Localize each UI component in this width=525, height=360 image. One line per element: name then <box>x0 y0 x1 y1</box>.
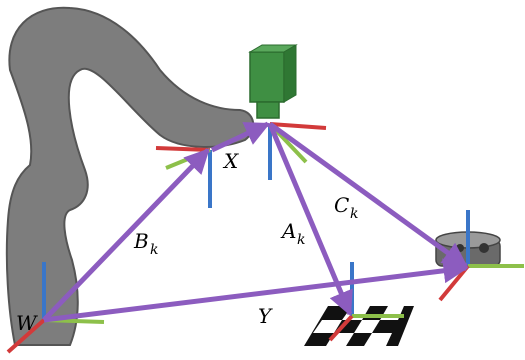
label-b: B <box>133 229 149 253</box>
label-x: X <box>222 149 239 173</box>
arrow-y <box>43 258 469 323</box>
transform-arrows <box>42 121 469 323</box>
arrow-b <box>42 148 210 322</box>
robot-arm <box>5 6 255 346</box>
label-c: C <box>334 193 349 217</box>
label-a-sub: k <box>297 232 305 248</box>
label-c-sub: k <box>350 206 358 222</box>
camera <box>248 44 298 119</box>
label-a: A <box>280 219 296 243</box>
checkerboard <box>304 306 414 346</box>
label-b-sub: k <box>150 242 158 258</box>
label-c-k: C k <box>334 193 358 222</box>
arrow-x <box>210 121 271 153</box>
label-world: W <box>16 311 38 335</box>
label-b-k: B k <box>133 229 158 258</box>
label-a-k: A k <box>280 219 305 248</box>
label-y: Y <box>258 304 273 328</box>
arrow-c <box>268 121 469 269</box>
